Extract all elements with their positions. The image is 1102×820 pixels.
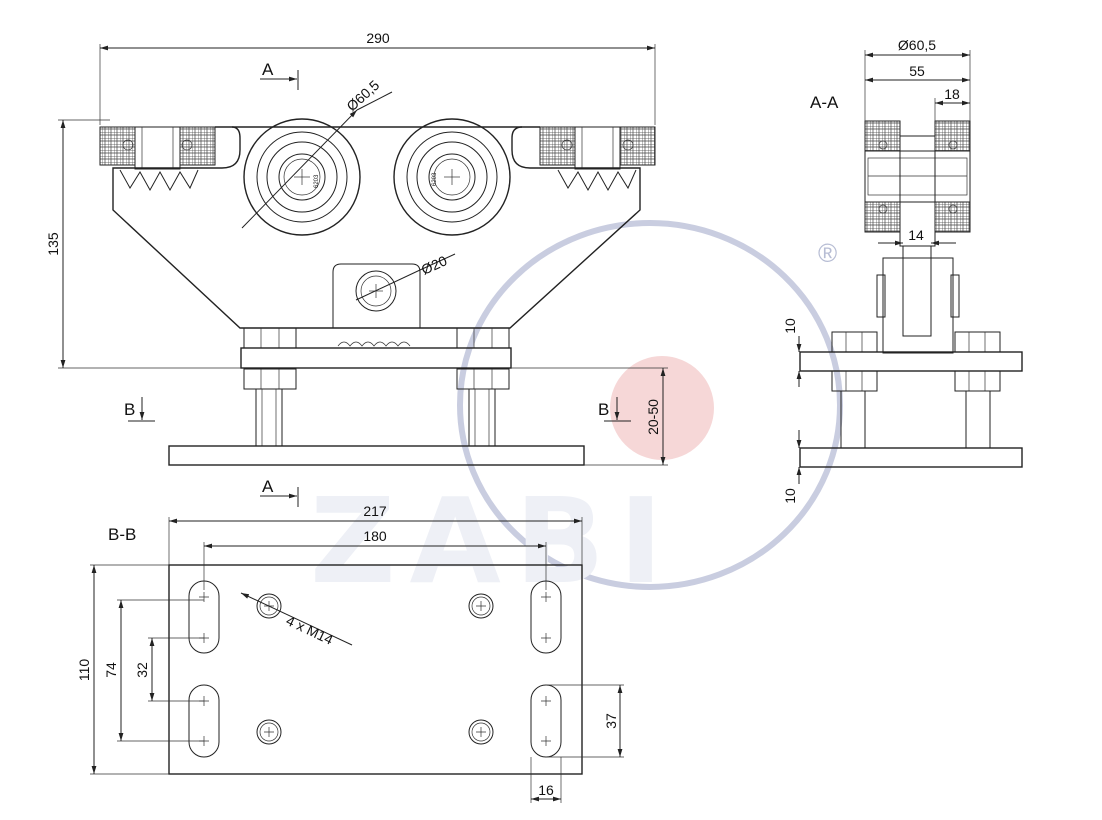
side-wheel-diameter: Ø60,5 xyxy=(898,37,936,53)
dim-height: 135 xyxy=(45,232,61,256)
plan-base-plate xyxy=(168,564,583,775)
left-roller-core xyxy=(134,126,181,170)
base-plate xyxy=(168,445,585,466)
watermark-registered: ® xyxy=(818,238,837,268)
section-b-right: B xyxy=(598,400,609,419)
bearing-mark-right: 6203 xyxy=(432,172,438,186)
dim-slot-width: 16 xyxy=(538,782,554,798)
left-spring xyxy=(119,169,199,192)
left-roller-right xyxy=(179,126,216,166)
axle-diameter-label: Ø20 xyxy=(419,252,450,277)
dim-slot-span: 74 xyxy=(103,662,119,678)
left-roller-left xyxy=(99,126,136,166)
plan-view-bb: B-B 4 x M14 217 xyxy=(76,503,624,803)
section-b-left: B xyxy=(124,400,135,419)
watermark-text: ZABI xyxy=(310,472,677,610)
dim-plate-width: 110 xyxy=(76,659,92,682)
slot-bottom-left xyxy=(188,684,220,758)
center-axle xyxy=(355,270,397,312)
side-plate-bottom-thickness: 10 xyxy=(782,488,798,504)
dim-overall-width: 290 xyxy=(366,30,390,46)
dim-slot-spacing: 180 xyxy=(363,528,387,544)
threaded-holes xyxy=(256,593,494,745)
front-view: 6203 6203 Ø60,5 Ø20 xyxy=(45,30,668,507)
thread-callout: 4 x M14 xyxy=(284,612,336,648)
watermark-ring xyxy=(457,220,843,590)
side-bracket xyxy=(882,257,954,354)
side-width: 55 xyxy=(909,63,925,79)
wheel-diameter-label: Ø60,5 xyxy=(343,77,382,115)
center-bracket xyxy=(332,263,421,328)
watermark-red-disc xyxy=(610,356,714,460)
side-base-plate xyxy=(799,447,1023,468)
side-mounting-plate xyxy=(799,351,1023,372)
right-roller-right xyxy=(619,126,656,166)
right-roller-left xyxy=(539,126,576,166)
view-bb-label: B-B xyxy=(108,525,136,544)
section-a-top: A xyxy=(262,60,274,79)
watermark-logo: ZABI ® xyxy=(310,220,843,610)
dim-plate-length: 217 xyxy=(363,503,387,519)
right-roller-core xyxy=(574,126,621,170)
slot-bottom-right xyxy=(530,684,562,758)
weld-mark xyxy=(337,341,411,347)
side-web-width: 14 xyxy=(908,227,924,243)
carriage-body xyxy=(112,126,641,329)
mounting-plate xyxy=(240,347,512,369)
dim-adjust-range: 20-50 xyxy=(645,399,661,435)
side-bearing-width: 18 xyxy=(944,86,960,102)
bearing-mark-left: 6203 xyxy=(314,174,320,188)
right-wheel xyxy=(393,118,511,236)
section-a-bottom: A xyxy=(262,477,274,496)
left-nut-stack xyxy=(243,327,297,447)
side-wheel-body xyxy=(864,150,971,203)
right-nut-stack xyxy=(456,327,510,447)
dim-slot-length: 37 xyxy=(603,713,619,729)
view-aa-label: A-A xyxy=(810,93,839,112)
wheel-diameter-leader xyxy=(241,109,358,229)
left-wheel xyxy=(243,118,361,236)
side-view-aa: A-A Ø60,5 55 18 xyxy=(782,37,1023,504)
dim-hole-spacing: 32 xyxy=(134,662,150,678)
right-spring xyxy=(557,169,637,192)
side-plate-top-thickness: 10 xyxy=(782,318,798,334)
